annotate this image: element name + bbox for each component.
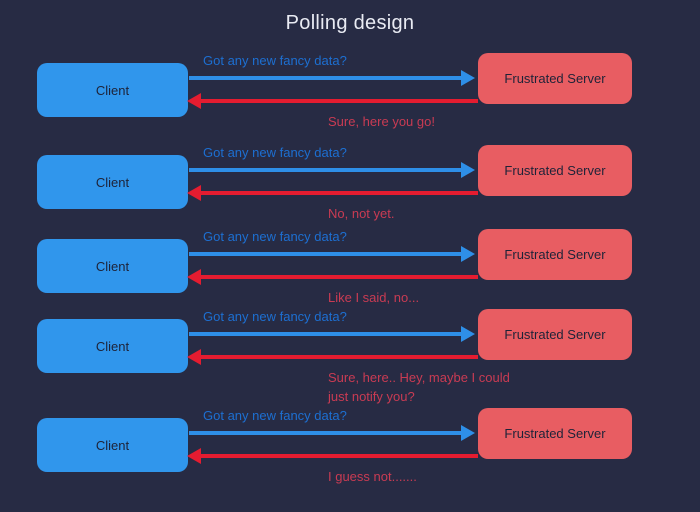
request-arrow bbox=[189, 425, 475, 441]
request-label: Got any new fancy data? bbox=[203, 145, 347, 160]
arrowhead-left-icon bbox=[187, 185, 201, 201]
client-box: Client bbox=[37, 63, 188, 117]
request-arrow bbox=[189, 326, 475, 342]
request-arrow bbox=[189, 246, 475, 262]
arrowhead-right-icon bbox=[461, 246, 475, 262]
server-box: Frustrated Server bbox=[478, 53, 632, 104]
client-box: Client bbox=[37, 319, 188, 373]
client-box: Client bbox=[37, 239, 188, 293]
request-label: Got any new fancy data? bbox=[203, 229, 347, 244]
client-box: Client bbox=[37, 155, 188, 209]
response-arrow bbox=[187, 349, 478, 365]
response-label: Sure, here you go! bbox=[328, 114, 435, 129]
arrowhead-left-icon bbox=[187, 448, 201, 464]
request-label: Got any new fancy data? bbox=[203, 53, 347, 68]
server-box: Frustrated Server bbox=[478, 309, 632, 360]
arrowhead-left-icon bbox=[187, 349, 201, 365]
arrowhead-right-icon bbox=[461, 425, 475, 441]
arrowhead-right-icon bbox=[461, 70, 475, 86]
request-arrow bbox=[189, 70, 475, 86]
response-arrow bbox=[187, 448, 478, 464]
response-label: Sure, here.. Hey, maybe I could just not… bbox=[328, 370, 510, 404]
arrowhead-right-icon bbox=[461, 162, 475, 178]
client-box: Client bbox=[37, 418, 188, 472]
diagram-title: Polling design bbox=[285, 12, 415, 34]
server-box: Frustrated Server bbox=[478, 145, 632, 196]
arrowhead-right-icon bbox=[461, 326, 475, 342]
arrowhead-left-icon bbox=[187, 269, 201, 285]
arrowhead-left-icon bbox=[187, 93, 201, 109]
response-arrow bbox=[187, 185, 478, 201]
response-arrow bbox=[187, 93, 478, 109]
request-arrow bbox=[189, 162, 475, 178]
response-label: Like I said, no... bbox=[328, 290, 420, 305]
polling-exchange-row: Got any new fancy data? Client Frustrate… bbox=[0, 229, 700, 339]
request-label: Got any new fancy data? bbox=[203, 408, 347, 423]
response-label: No, not yet. bbox=[328, 206, 395, 221]
polling-exchange-row: Got any new fancy data? Client Frustrate… bbox=[0, 309, 700, 419]
response-label: I guess not....... bbox=[328, 469, 417, 484]
server-box: Frustrated Server bbox=[478, 408, 632, 459]
response-arrow bbox=[187, 269, 478, 285]
server-box: Frustrated Server bbox=[478, 229, 632, 280]
polling-exchange-row: Got any new fancy data? Client Frustrate… bbox=[0, 53, 700, 163]
polling-exchange-row: Got any new fancy data? Client Frustrate… bbox=[0, 408, 700, 512]
request-label: Got any new fancy data? bbox=[203, 309, 347, 324]
polling-exchange-row: Got any new fancy data? Client Frustrate… bbox=[0, 145, 700, 255]
